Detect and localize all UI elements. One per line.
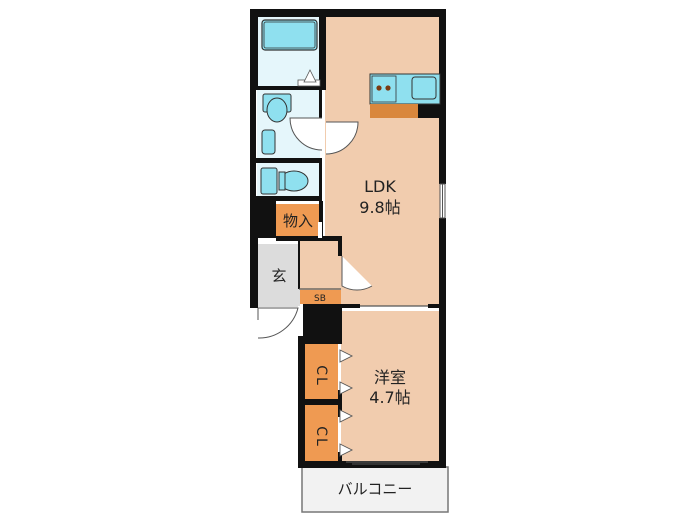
bath-door-swing-mark bbox=[303, 69, 317, 83]
entrance-door-swing bbox=[257, 307, 299, 339]
hall-floor bbox=[299, 240, 341, 290]
shoebox-floor bbox=[300, 290, 341, 304]
kitchen-sink bbox=[411, 76, 437, 100]
ldk-floor bbox=[325, 16, 440, 306]
storage-label: 物入 bbox=[283, 212, 313, 230]
western-room-floor bbox=[341, 311, 440, 461]
ldk-label: LDK bbox=[364, 177, 396, 196]
ldk-size: 9.8帖 bbox=[359, 198, 400, 217]
entrance-floor bbox=[258, 244, 300, 307]
balcony-label: バルコニー bbox=[338, 480, 413, 498]
closet-2-floor bbox=[305, 405, 338, 461]
ldk-door-swing bbox=[325, 121, 359, 155]
stove bbox=[371, 75, 397, 103]
windows bbox=[298, 183, 446, 336]
burner-right-icon bbox=[385, 85, 391, 91]
washbasin bbox=[260, 167, 278, 195]
western-room-label: 洋室 bbox=[374, 368, 406, 387]
partition-lines bbox=[299, 288, 428, 463]
storage-floor bbox=[276, 204, 321, 237]
entrance-label: 玄 bbox=[271, 267, 286, 285]
burner-left-icon bbox=[376, 85, 382, 91]
closet-2-label: CL bbox=[313, 426, 329, 448]
bathtub bbox=[261, 19, 318, 51]
toilet-bowl bbox=[266, 97, 288, 123]
toilet-door-swing bbox=[289, 117, 323, 151]
western-room-size: 4.7帖 bbox=[369, 388, 410, 407]
closet-1-floor bbox=[305, 343, 338, 401]
kitchen-counter bbox=[369, 73, 441, 118]
balcony-floor bbox=[301, 466, 449, 513]
closet-1-label: CL bbox=[313, 365, 329, 387]
hall-door-swing bbox=[341, 256, 373, 291]
closet-doors bbox=[339, 349, 354, 457]
toilet-sink bbox=[261, 129, 276, 155]
shoebox-label: SB bbox=[314, 294, 326, 304]
